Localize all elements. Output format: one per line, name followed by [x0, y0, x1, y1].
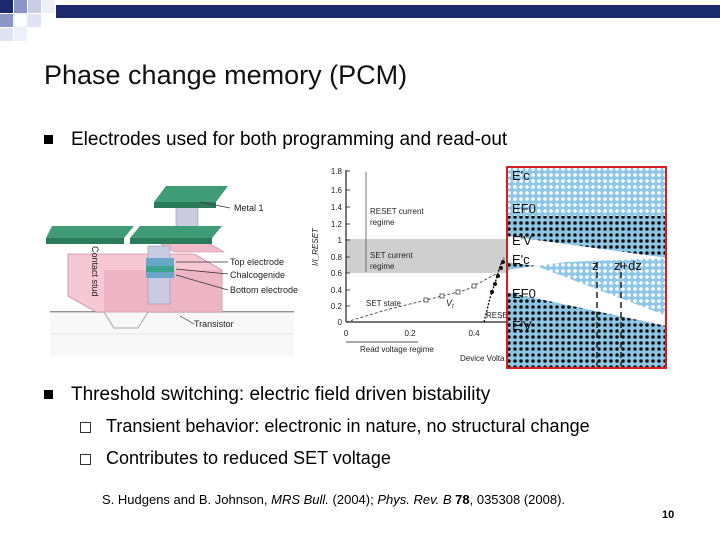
label-chalcogenide: Chalcogenide [230, 270, 285, 280]
read-regime-label: Read voltage regime [360, 345, 434, 354]
label-contact-stud: Contact stud [90, 246, 100, 297]
y-tick: 0.6 [331, 269, 343, 278]
y-tick: 1 [338, 236, 343, 245]
level-label: EF0 [512, 201, 536, 216]
page-number: 10 [662, 509, 674, 521]
reset-current-label: RESET current [370, 207, 424, 216]
level-label: E'V [512, 233, 532, 248]
y-tick: 1.2 [331, 220, 343, 229]
label-metal-1: Metal 1 [234, 203, 264, 213]
slide-title: Phase change memory (PCM) [44, 60, 407, 91]
band-diagram-figure: E'c EF0 E'V E'c EF0 E'V z z+dz [506, 166, 667, 369]
y-tick: 0 [338, 318, 343, 327]
device-cross-section-figure: Metal 1 Contact stud Top electrode Chalc… [44, 162, 300, 360]
citation-mid: (2004); [329, 492, 377, 507]
citation-volume: 78 [455, 492, 469, 507]
iv-curve-figure: 1.8 1.6 1.4 1.2 1 0.8 0.6 0.4 0.2 0 0 0.… [306, 162, 520, 364]
citation-journal-2: Phys. Rev. B [377, 492, 451, 507]
label-top-electrode: Top electrode [230, 257, 284, 267]
y-axis-label: I/I_RESET [311, 227, 320, 266]
citation-journal-1: MRS Bull. [271, 492, 329, 507]
y-tick: 0.2 [331, 302, 343, 311]
citation-authors: S. Hudgens and B. Johnson, [102, 492, 271, 507]
reset-cut-label: RESE [486, 311, 508, 320]
zdz-label: z+dz [614, 258, 642, 273]
sub-bullet-text: Contributes to reduced SET voltage [106, 448, 391, 469]
y-tick: 1.8 [331, 167, 343, 176]
bullet-marker [44, 390, 53, 399]
bullet-marker [44, 135, 53, 144]
y-tick: 1.4 [331, 203, 343, 212]
x-tick: 0 [344, 329, 349, 338]
citation-tail: , 035308 (2008). [470, 492, 565, 507]
set-state-label: SET state [366, 299, 402, 308]
level-label: E'V [512, 318, 532, 333]
reset-regime-label: regime [370, 218, 395, 227]
y-tick: 0.4 [331, 286, 343, 295]
level-label: E'c [512, 252, 530, 267]
sub-bullet-marker [80, 454, 91, 465]
label-transistor: Transistor [194, 319, 234, 329]
sub-bullet-marker [80, 422, 91, 433]
set-current-label: SET current [370, 251, 413, 260]
level-label: EF0 [512, 286, 536, 301]
label-bottom-electrode: Bottom electrode [230, 285, 298, 295]
bullet-text: Threshold switching: electric field driv… [71, 384, 490, 406]
z-label: z [592, 258, 599, 273]
set-regime-label: regime [370, 262, 395, 271]
bullet-text: Electrodes used for both programming and… [71, 129, 507, 151]
x-tick: 0.4 [468, 329, 480, 338]
level-label: E'c [512, 168, 530, 183]
header-decoration [0, 0, 720, 60]
y-tick: 0.8 [331, 253, 343, 262]
sub-bullet-text: Transient behavior: electronic in nature… [106, 416, 590, 437]
x-tick: 0.2 [404, 329, 416, 338]
y-tick: 1.6 [331, 186, 343, 195]
citation: S. Hudgens and B. Johnson, MRS Bull. (20… [102, 492, 565, 507]
device-voltage-label: Device Volta [460, 354, 505, 363]
